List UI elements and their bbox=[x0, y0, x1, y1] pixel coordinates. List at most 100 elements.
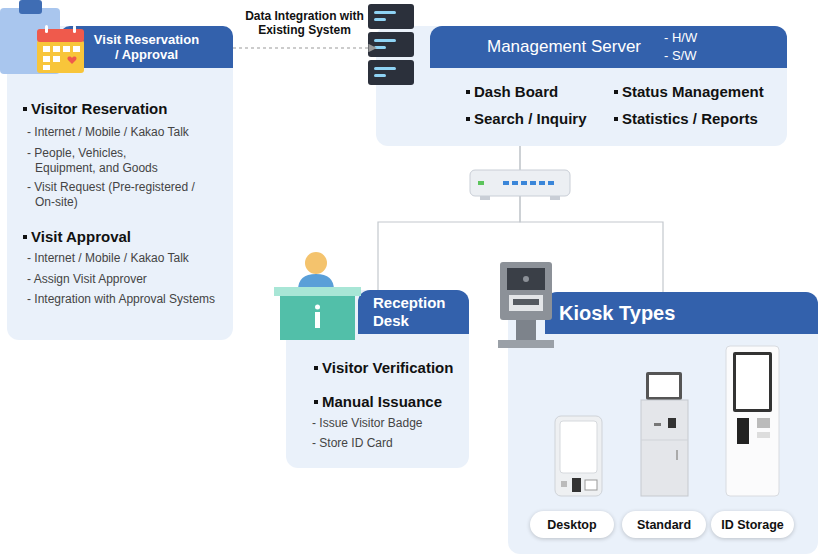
standard-kiosk-illustration bbox=[641, 440, 688, 441]
reception-desk-icon bbox=[315, 305, 320, 310]
standard-kiosk-illustration bbox=[676, 450, 678, 460]
network-switch-icon bbox=[470, 170, 570, 196]
server-icon bbox=[368, 60, 414, 85]
server-icon bbox=[368, 4, 414, 29]
network-switch-icon bbox=[539, 181, 545, 185]
network-switch-icon bbox=[521, 181, 527, 185]
server-icon bbox=[368, 32, 414, 57]
kiosk-icon bbox=[516, 318, 536, 342]
kiosk-type-pill: Desktop bbox=[530, 511, 614, 538]
network-switch-icon bbox=[470, 170, 570, 200]
bullet-heading: Visit Approval bbox=[31, 227, 131, 247]
desktop-kiosk-illustration bbox=[561, 481, 567, 487]
id-storage-kiosk-illustration bbox=[757, 418, 770, 428]
desktop-kiosk-illustration bbox=[555, 416, 602, 496]
calendar-icon bbox=[67, 57, 76, 64]
feature-item: Statistics / Reports bbox=[622, 109, 758, 129]
calendar-icon bbox=[45, 25, 48, 33]
kiosk-icon bbox=[500, 262, 552, 320]
bullet-heading: Manual Issuance bbox=[322, 392, 442, 412]
desktop-kiosk-illustration bbox=[572, 478, 581, 492]
calendar-icon bbox=[53, 46, 60, 52]
id-storage-kiosk-illustration bbox=[757, 432, 770, 438]
bullet-item: - Issue Visitor Badge bbox=[312, 416, 462, 431]
panel-heading: Management Server bbox=[430, 26, 787, 68]
kiosk-type-pill: ID Storage bbox=[711, 511, 794, 538]
bullet-item: - Store ID Card bbox=[312, 436, 462, 451]
server-icon bbox=[374, 67, 396, 70]
calendar-icon bbox=[43, 56, 50, 62]
network-switch-icon bbox=[530, 181, 536, 185]
server-icon bbox=[374, 46, 386, 49]
kiosk-icon bbox=[498, 340, 554, 348]
kiosk-icon bbox=[509, 295, 543, 311]
desktop-kiosk-illustration bbox=[560, 421, 597, 473]
standard-kiosk-illustration bbox=[646, 372, 682, 400]
server-icon bbox=[368, 4, 414, 85]
panel-heading: Reception Desk bbox=[358, 290, 469, 334]
standard-kiosk-illustration bbox=[641, 400, 688, 496]
reception-desk-icon bbox=[274, 287, 361, 296]
id-storage-kiosk-illustration bbox=[737, 418, 749, 444]
bullet-item: - Internet / Mobile / Kakao Talk bbox=[27, 125, 227, 140]
server-panel: Management Server- H/W- S/WDash BoardSta… bbox=[376, 26, 787, 146]
standard-kiosk-illustration bbox=[654, 423, 661, 426]
reception-desk-icon bbox=[280, 296, 355, 340]
calendar-icon bbox=[53, 56, 60, 62]
edge-label: Data Integration with Existing System bbox=[240, 9, 370, 37]
pill-label: Desktop bbox=[547, 518, 596, 532]
reception-desk-icon bbox=[305, 252, 327, 274]
network-switch-icon bbox=[478, 181, 484, 185]
kiosk-type-pill: Standard bbox=[622, 511, 706, 538]
bullet-item: - Assign Visit Approver bbox=[27, 272, 227, 287]
network-switch-icon bbox=[503, 181, 509, 185]
reception-desk-icon bbox=[315, 312, 320, 328]
bullet-heading: Visitor Verification bbox=[322, 358, 453, 378]
spec-item: - S/W bbox=[664, 48, 697, 64]
server-icon bbox=[374, 11, 396, 14]
id-storage-kiosk-illustration bbox=[733, 352, 772, 412]
standard-kiosk-illustration bbox=[641, 372, 688, 496]
calendar-icon bbox=[37, 40, 84, 73]
feature-item: Status Management bbox=[622, 82, 764, 102]
calendar-icon bbox=[43, 46, 50, 52]
bullet-item: - Integration with Approval Systems bbox=[27, 292, 232, 307]
id-storage-kiosk-illustration bbox=[736, 355, 769, 409]
bullet-heading: Visitor Reservation bbox=[31, 99, 167, 119]
dashed-arrow bbox=[233, 47, 376, 48]
bullet-item: - People, Vehicles, Equipment, and Goods bbox=[27, 146, 177, 176]
network-switch-icon bbox=[512, 181, 518, 185]
calendar-icon bbox=[73, 46, 80, 52]
panel-heading: Visit Reservation / Approval bbox=[60, 26, 233, 68]
panel-heading: Kiosk Types bbox=[545, 292, 818, 334]
kiosk-icon bbox=[507, 268, 545, 290]
pill-label: Standard bbox=[637, 518, 691, 532]
spec-item: - H/W bbox=[664, 30, 697, 46]
network-line bbox=[378, 146, 520, 290]
calendar-icon bbox=[37, 25, 84, 73]
network-switch-icon bbox=[548, 181, 554, 185]
calendar-icon bbox=[63, 46, 70, 52]
server-icon bbox=[374, 18, 386, 21]
calendar-icon bbox=[43, 65, 50, 70]
bullet-item: - Internet / Mobile / Kakao Talk bbox=[27, 251, 227, 266]
feature-item: Search / Inquiry bbox=[474, 109, 587, 129]
desktop-kiosk-illustration bbox=[555, 416, 602, 496]
bullet-item: - Visit Request (Pre-registered / On-sit… bbox=[27, 180, 197, 210]
pill-label: ID Storage bbox=[721, 518, 784, 532]
clipboard-icon bbox=[19, 0, 42, 14]
kiosk-icon bbox=[523, 276, 529, 282]
standard-kiosk-illustration bbox=[649, 375, 679, 397]
feature-item: Dash Board bbox=[474, 82, 558, 102]
server-icon bbox=[374, 39, 396, 42]
calendar-icon bbox=[37, 29, 84, 42]
server-icon bbox=[374, 74, 386, 77]
standard-kiosk-illustration bbox=[668, 418, 676, 428]
reception-desk-icon bbox=[274, 252, 361, 340]
calendar-icon bbox=[73, 25, 76, 33]
id-storage-kiosk-illustration bbox=[726, 346, 779, 496]
id-storage-kiosk-illustration bbox=[726, 346, 779, 496]
